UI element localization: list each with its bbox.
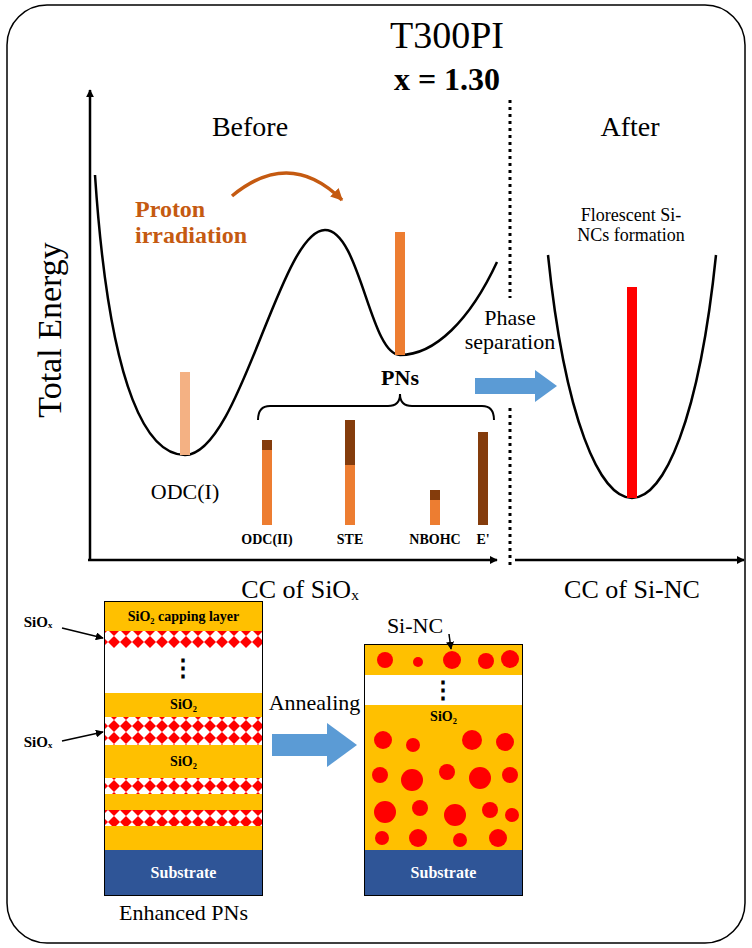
irradiation-arrow (232, 173, 342, 200)
si-nc (412, 800, 428, 816)
text-label: ODC(I) (151, 480, 219, 504)
text-label: E' (476, 532, 489, 547)
text-label: SiOₓ (24, 734, 52, 751)
si-nc (413, 657, 423, 667)
siox-layer (105, 778, 262, 794)
sio2-layer: SiO₂ (105, 693, 262, 717)
x-axis (88, 559, 497, 562)
si-nc (443, 651, 461, 669)
text-label: ⋮ (431, 677, 455, 703)
si-nc (374, 801, 396, 823)
leader-arrow (62, 732, 103, 741)
layer-label: Substrate (411, 864, 477, 882)
si-nc (374, 731, 392, 749)
si-nc (482, 802, 498, 818)
text-label: CC of SiOₓ (241, 576, 358, 605)
si-nc (501, 650, 519, 668)
pn-bar (345, 420, 355, 465)
siox-layer (105, 631, 262, 648)
pn-bar (345, 420, 355, 525)
si-nc (406, 738, 420, 752)
text-label: NBOHC (409, 532, 460, 547)
energy-bar (180, 372, 190, 455)
sio2-layer (365, 645, 522, 675)
brace (258, 394, 494, 420)
sio2-layer (105, 826, 262, 850)
gap (105, 648, 262, 693)
si-nc (505, 808, 519, 822)
si-nc (502, 767, 518, 783)
si-nc (478, 653, 494, 669)
layer-label: SiO₂ capping layer (128, 609, 240, 624)
si-nc (375, 831, 389, 845)
pn-bar (478, 432, 488, 525)
text-label: Phase separation (455, 306, 565, 354)
si-nc (469, 767, 491, 789)
text-label: ODC(II) (241, 532, 292, 547)
si-nc (453, 833, 467, 847)
si-nc (462, 730, 482, 750)
pn-bar (262, 440, 272, 525)
text-label: STE (337, 532, 363, 547)
x-axis (515, 559, 744, 562)
block-arrow (272, 734, 327, 756)
siox-layer (105, 717, 262, 745)
substrate: Substrate (365, 850, 522, 895)
si-nc (401, 769, 423, 791)
text-label: Florescent Si-NCs formation (576, 206, 686, 246)
energy-bar (627, 287, 637, 498)
si-nc (372, 767, 388, 783)
frame (7, 5, 745, 943)
y-axis (89, 90, 92, 560)
text-label: SiOₓ (24, 614, 52, 631)
stack-caption: Enhanced PNs (119, 901, 248, 925)
text-label: x = 1.30 (394, 62, 500, 97)
nanocrystals (372, 650, 519, 847)
si-nc (489, 829, 507, 847)
figure-title: T300PI (390, 15, 504, 57)
layer-stack: Enhanced PNsSiO₂ capping layerSiO₂SiO₂Su… (105, 602, 262, 895)
text-label: Total Energy (31, 242, 68, 417)
layer-label: Substrate (151, 864, 217, 882)
block-arrow (475, 370, 557, 402)
energy-bar (395, 232, 405, 355)
text-label: Before (212, 112, 288, 143)
edge-label: Annealing (269, 691, 361, 715)
layer-label: SiO₂ (170, 754, 197, 769)
energy-curve (95, 175, 497, 455)
pn-bar (430, 490, 440, 525)
energy-curve (548, 255, 716, 498)
si-nc (377, 652, 393, 668)
divider (509, 100, 512, 298)
leader-arrow (449, 634, 451, 649)
substrate: Substrate (105, 850, 262, 895)
layer-label: SiO₂ (430, 709, 457, 724)
si-nc (444, 804, 466, 826)
text-label: CC of Si-NC (564, 576, 700, 605)
text-label: ⋮ (171, 655, 195, 681)
text-label: After (600, 112, 659, 143)
capping-layer: SiO₂ capping layer (105, 602, 262, 631)
sio2-layer (105, 794, 262, 810)
leader-arrow (62, 628, 103, 638)
pn-bar (262, 440, 272, 450)
text-label: PNs (381, 366, 419, 390)
sio2-layer (365, 705, 522, 850)
si-nc (409, 829, 427, 847)
siox-layer (105, 810, 262, 826)
si-nc (439, 764, 455, 780)
layer-label: SiO₂ (170, 697, 197, 712)
si-nc (496, 733, 514, 751)
sio2-layer: SiO₂ (105, 745, 262, 778)
divider (509, 408, 512, 568)
pn-bar (430, 490, 440, 500)
text-label: Si-NC (387, 614, 443, 638)
text-label: Proton irradiation (135, 196, 270, 249)
